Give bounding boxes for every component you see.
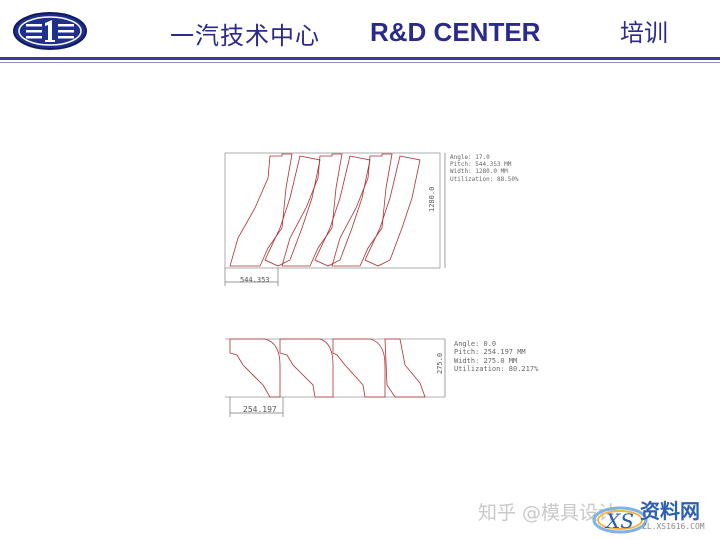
title-english: R&D CENTER — [370, 17, 541, 47]
pitch-value: Pitch: 254.197 MM — [454, 348, 526, 357]
header-divider-thin — [0, 62, 720, 63]
angle-value: Angle: 0.0 — [454, 340, 497, 348]
angle-value: Angle: 17.0 — [450, 154, 490, 161]
pitch-value: Pitch: 544.353 MM — [450, 161, 512, 169]
straight-pitch-dimension: 254.197 — [243, 405, 277, 414]
angled-width-dimension: 1280.0 — [428, 186, 436, 212]
width-value: Width: 275.0 MM — [454, 356, 518, 365]
straight-width-dimension: 275.0 — [436, 352, 444, 374]
site-url: ZL.XS1616.COM — [642, 522, 705, 531]
utilization-value: Utilization: 80.217% — [454, 365, 539, 374]
site-name: 资料网 — [640, 499, 700, 523]
straight-nesting-drawing — [225, 338, 446, 417]
angled-pitch-dimension: 544.353 — [240, 276, 270, 284]
svg-text:XS: XS — [604, 509, 634, 533]
angled-nesting-drawing — [224, 152, 446, 286]
title-chinese: 一汽技术中心 — [170, 22, 320, 50]
section-label: 培训 — [620, 19, 668, 47]
utilization-value: Utilization: 88.50% — [450, 175, 519, 183]
header-divider — [0, 57, 720, 60]
angled-nesting-info: Angle: 17.0 Pitch: 544.353 MM Width: 128… — [450, 154, 519, 183]
zhihu-watermark: 知乎 @模具设计 — [478, 502, 618, 524]
xs-logo-icon: XS — [592, 506, 648, 534]
slide-header: 一汽技术中心 R&D CENTER 培训 — [0, 0, 720, 63]
width-value: Width: 1280.0 MM — [450, 168, 508, 176]
faw-emblem-icon — [13, 12, 87, 50]
straight-nesting-info: Angle: 0.0 Pitch: 254.197 MM Width: 275.… — [454, 340, 538, 374]
